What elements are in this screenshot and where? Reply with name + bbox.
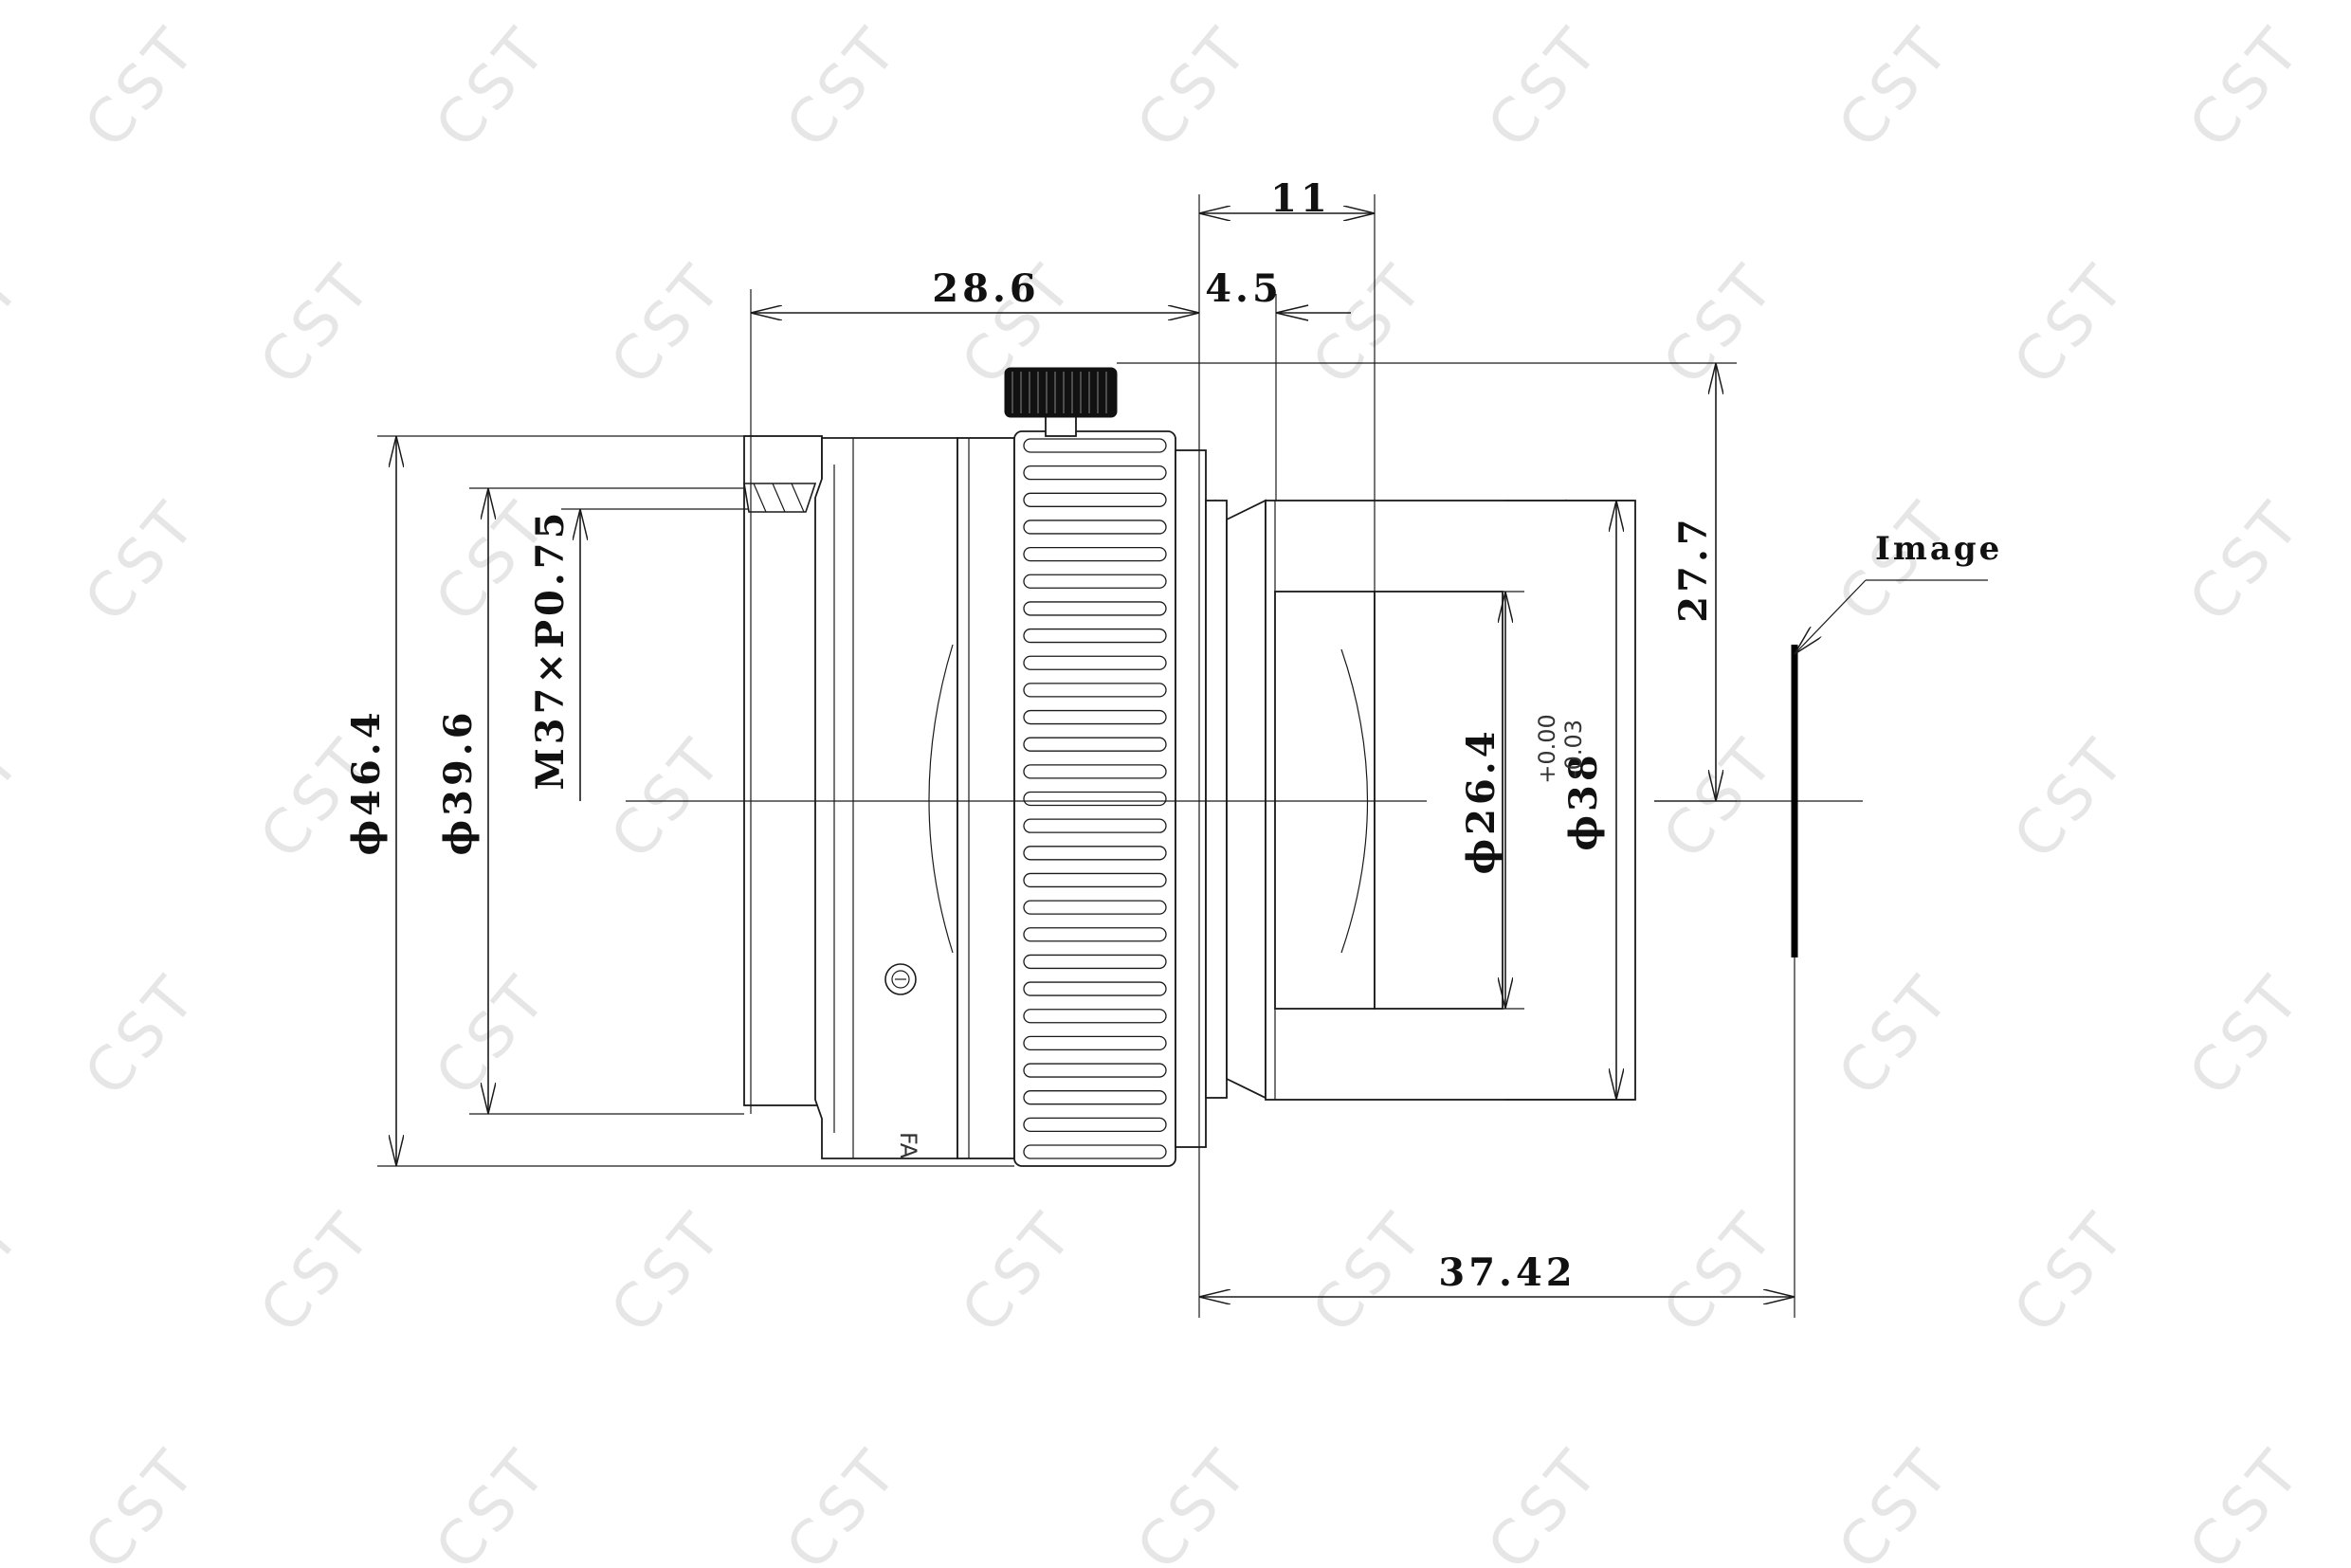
mount-step (1205, 500, 1228, 1099)
watermark-text: CST (2001, 724, 2141, 873)
watermark-text: CST (1124, 13, 1265, 162)
watermark-text: CST (0, 1198, 37, 1347)
set-screw-icon (884, 963, 917, 995)
watermark-text: CST (423, 1435, 563, 1568)
watermark-text: CST (2177, 961, 2317, 1110)
knurl-pattern (1023, 438, 1167, 1159)
watermark-text: CST (72, 1435, 212, 1568)
thread-spec: M37×P0.75 (528, 509, 573, 791)
rear-optic-barrel (1274, 591, 1376, 1010)
watermark-text: CST (1826, 1435, 1966, 1568)
watermark-text: CST (598, 1198, 738, 1347)
dim-dia-39-6: ϕ39.6 (436, 708, 481, 855)
watermark-text: CST (1475, 13, 1615, 162)
watermark-text: CST (2177, 13, 2317, 162)
dim-28-6: 28.6 (932, 266, 1039, 311)
watermark-text: CST (1475, 1435, 1615, 1568)
dim-27-7: 27.7 (1671, 515, 1716, 622)
watermark-text: CST (72, 961, 212, 1110)
thread-section (743, 435, 823, 1106)
watermark-text: CST (1650, 250, 1791, 399)
watermark-text: CST (1826, 13, 1966, 162)
tolerance-upper: +0.00 (1534, 714, 1560, 784)
watermark-text: CST (0, 250, 37, 399)
watermark-text: CST (949, 1198, 1089, 1347)
lock-ring (957, 437, 1015, 1159)
watermark-text: CST (0, 724, 37, 873)
watermark-text: CST (2177, 1435, 2317, 1568)
dim-dia-38: ϕ38 (1561, 751, 1606, 850)
watermark-text: CST (774, 1435, 914, 1568)
dim-37-42: 37.42 (1438, 1250, 1576, 1295)
watermark-text: CST (598, 724, 738, 873)
dim-11: 11 (1270, 176, 1331, 221)
image-label: Image (1875, 530, 2002, 568)
lens-marking: FA (895, 1132, 921, 1159)
watermark-text: CST (2177, 487, 2317, 636)
rear-chamfer (1226, 499, 1267, 1100)
dim-dia-26-4: ϕ26.4 (1459, 727, 1504, 874)
rear-optic (1374, 591, 1504, 1010)
watermark-text: CST (247, 250, 388, 399)
mount-flange (1175, 449, 1207, 1148)
dim-4-5: 4.5 (1205, 266, 1283, 311)
watermark-text: CST (72, 487, 212, 636)
watermark-text: CST (247, 1198, 388, 1347)
watermark-text: CST (72, 13, 212, 162)
watermark-text: CST (1300, 1198, 1440, 1347)
watermark-text: CST (1124, 1435, 1265, 1568)
watermark-text: CST (774, 13, 914, 162)
lock-knob-icon (1004, 367, 1118, 437)
watermark-text: CST (2001, 250, 2141, 399)
watermark-text: CST (1650, 1198, 1791, 1347)
watermark-text: CST (423, 961, 563, 1110)
watermark-text: CST (1826, 961, 1966, 1110)
watermark-text: CST (598, 250, 738, 399)
watermark-text: CST (423, 13, 563, 162)
lens-element-curve-left (928, 644, 954, 954)
watermark-text: CST (2001, 1198, 2141, 1347)
dim-dia-46-4: ϕ46.4 (344, 708, 389, 855)
watermark-text: CST (1300, 250, 1440, 399)
front-barrel (814, 437, 958, 1159)
watermark-text: CST (1650, 724, 1791, 873)
tolerance-lower: -0.03 (1560, 720, 1587, 778)
lens-body: FA (743, 367, 1636, 1167)
image-leader (1795, 579, 1867, 654)
